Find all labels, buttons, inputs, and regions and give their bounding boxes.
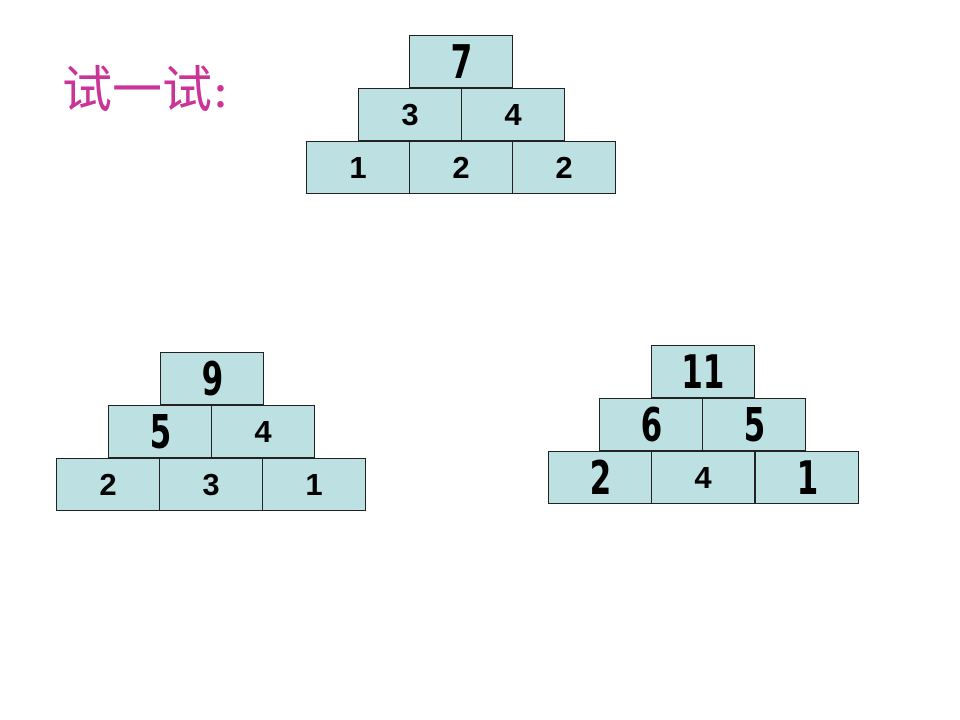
cell-value: 1: [349, 149, 367, 185]
pyramid-cell: 2: [56, 458, 160, 511]
pyramid-cell: 11: [651, 344, 755, 399]
cell-value: 4: [254, 413, 272, 449]
cell-value: 4: [694, 459, 712, 495]
pyramid-cell: 2: [512, 141, 616, 194]
pyramid-cell: 1: [755, 450, 859, 505]
cell-value: 3: [202, 466, 220, 502]
cell-value: 6: [640, 397, 662, 452]
cell-value: 2: [555, 149, 573, 185]
cell-value: 1: [305, 466, 323, 502]
cell-value: 2: [452, 149, 470, 185]
pyramid-cell: 9: [160, 351, 264, 406]
cell-value: 2: [99, 466, 117, 502]
cell-value: 3: [401, 96, 419, 132]
cell-value: 9: [201, 351, 223, 406]
pyramid-cell: 2: [548, 450, 652, 505]
pyramid-cell: 5: [702, 397, 806, 452]
cell-value: 11: [681, 344, 725, 399]
pyramid-cell: 4: [211, 405, 315, 458]
page-title: 试一试:: [62, 61, 229, 119]
cell-value: 2: [589, 450, 611, 505]
pyramid-cell: 6: [599, 397, 703, 452]
cell-value: 1: [796, 450, 818, 505]
cell-value: 5: [743, 397, 765, 452]
pyramid-cell: 4: [651, 451, 755, 504]
cell-value: 4: [504, 96, 522, 132]
pyramid-cell: 4: [461, 88, 565, 141]
pyramid-cell: 7: [409, 34, 513, 89]
pyramid-cell: 5: [108, 404, 212, 459]
cell-value: 5: [149, 404, 171, 459]
cell-value: 7: [450, 34, 472, 89]
pyramid-cell: 3: [159, 458, 263, 511]
pyramid-cell: 1: [262, 458, 366, 511]
